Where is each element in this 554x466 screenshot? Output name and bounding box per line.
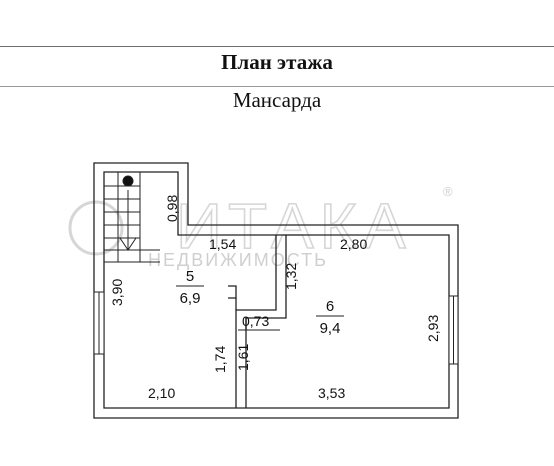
staircase [104, 172, 160, 263]
outer-wall-outline [93, 162, 459, 419]
stair-arrow-icon [119, 237, 137, 251]
room-5-number: 5 [186, 268, 194, 285]
watermark: ИТАКА ® НЕДВИЖИМОСТЬ [68, 184, 455, 270]
watermark-brand: ИТАКА [176, 190, 412, 262]
watermark-logo-ring [68, 200, 124, 256]
page-title: План этажа [221, 50, 333, 74]
room-6-area: 9,4 [320, 320, 341, 337]
window-right [448, 295, 459, 365]
room-6-number: 6 [326, 298, 334, 315]
dim-top-left: 1,54 [209, 236, 236, 252]
window-left [93, 291, 105, 355]
dim-partition-left: 1,74 [212, 346, 228, 373]
dim-partition-right: 1,61 [235, 344, 251, 371]
room-5-area: 6,9 [180, 290, 201, 307]
floor-name: Мансарда [232, 88, 322, 112]
stair-start-dot-icon [122, 175, 134, 187]
walls [93, 162, 459, 419]
inner-wall-outline [103, 171, 450, 409]
partition-niche [228, 285, 237, 299]
dim-top-right: 2,80 [340, 236, 367, 252]
header-divider [0, 86, 554, 87]
partition-wall-left [235, 235, 277, 408]
partition-wall-right [245, 235, 287, 408]
dim-right-wall: 2,93 [425, 315, 441, 342]
dim-left-wall: 3,90 [109, 279, 125, 306]
dim-bottom-left: 2,10 [148, 385, 175, 401]
header-top-rule [0, 46, 554, 47]
dim-niche: 0,73 [242, 313, 269, 329]
partition-step [235, 298, 247, 330]
dim-partition-upper: 1,32 [283, 263, 299, 290]
dim-bottom-right: 3,53 [318, 385, 345, 401]
dim-stair-width: 0,98 [164, 195, 180, 222]
watermark-registered: ® [443, 184, 455, 199]
watermark-tagline: НЕДВИЖИМОСТЬ [148, 250, 328, 270]
